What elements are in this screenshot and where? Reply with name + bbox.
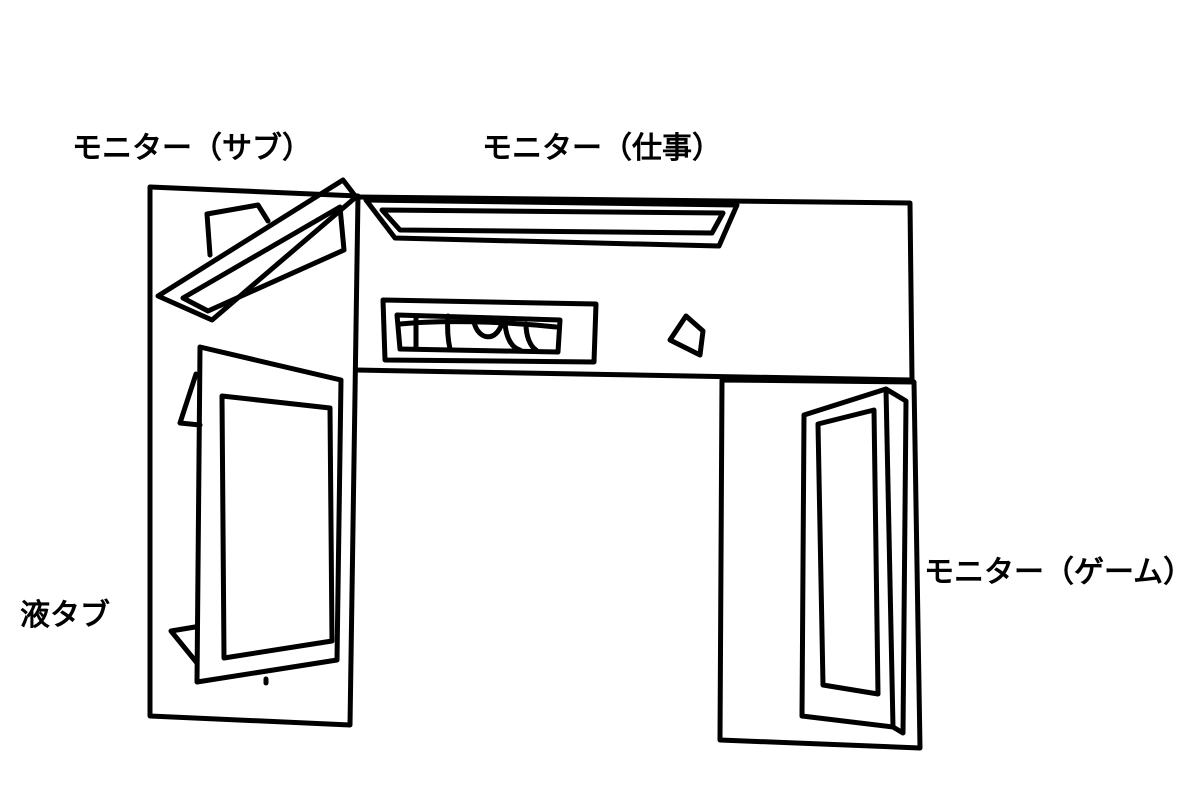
pen-tablet bbox=[168, 344, 344, 686]
mouse bbox=[667, 313, 706, 358]
keyboard bbox=[380, 297, 599, 365]
right-desk bbox=[717, 377, 923, 751]
game-monitor bbox=[799, 386, 909, 736]
sub-monitor bbox=[155, 177, 359, 323]
left-desk bbox=[147, 184, 361, 728]
work-monitor-label: モニター（仕事） bbox=[482, 131, 722, 166]
work-monitor bbox=[363, 197, 740, 249]
pen-tablet-label: 液タブ bbox=[20, 598, 110, 633]
main-desk bbox=[353, 194, 915, 383]
sub-monitor-label: モニター（サブ） bbox=[72, 131, 312, 166]
game-monitor-label: モニター（ゲーム） bbox=[924, 555, 1194, 590]
